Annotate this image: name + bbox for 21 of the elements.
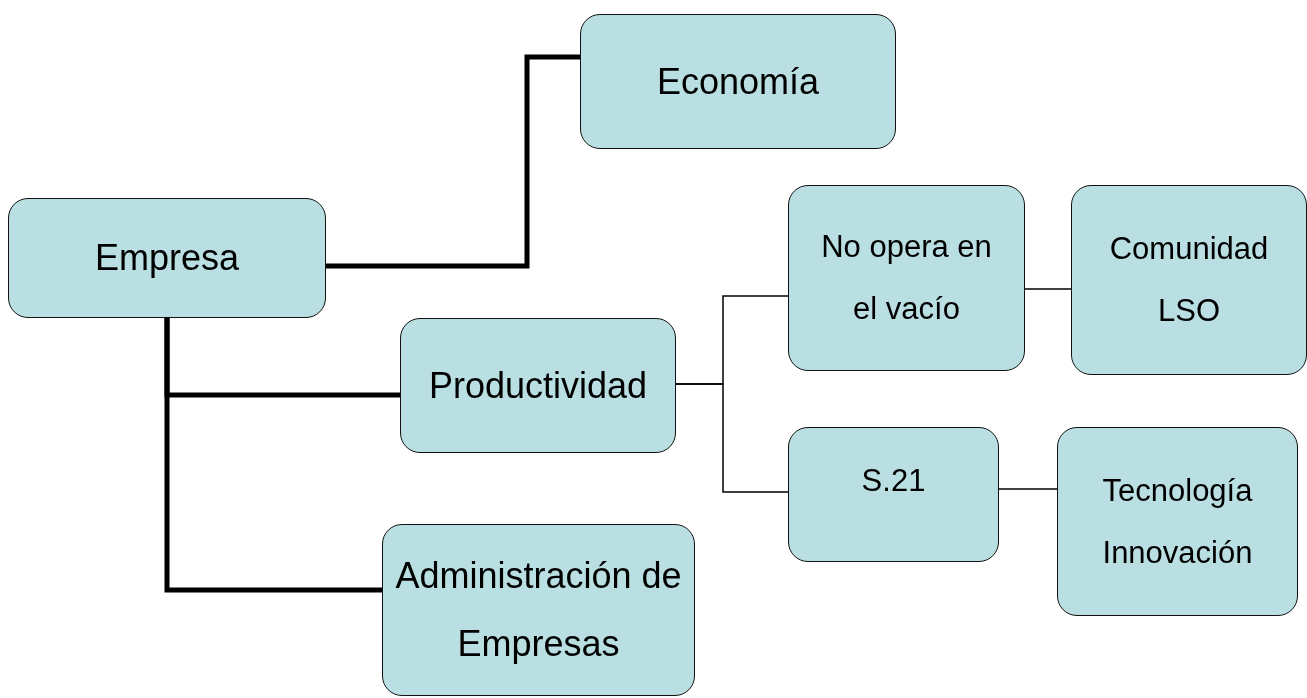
rounded-box bbox=[382, 524, 695, 696]
rounded-box bbox=[788, 427, 999, 562]
connector-line bbox=[164, 318, 382, 593]
node-label: No opera en el vacío bbox=[820, 228, 993, 328]
node-label: Empresa bbox=[94, 236, 240, 280]
rounded-box bbox=[580, 14, 896, 149]
rounded-box bbox=[788, 185, 1025, 371]
connector-line bbox=[326, 54, 580, 269]
connector-line bbox=[675, 383, 789, 493]
connector-line bbox=[998, 488, 1058, 490]
node-label: S.21 bbox=[861, 462, 926, 500]
rounded-box bbox=[1057, 427, 1298, 616]
node-label: Administración de Empresas bbox=[394, 553, 683, 666]
node-label: Comunidad LSO bbox=[1108, 230, 1270, 330]
rounded-box bbox=[1071, 185, 1307, 375]
rounded-box bbox=[400, 318, 676, 453]
node-label: Tecnología Innovación bbox=[1101, 471, 1254, 572]
node-label: Productividad bbox=[428, 363, 648, 408]
connector-line bbox=[1024, 288, 1072, 290]
node-label: Economía bbox=[656, 59, 820, 104]
rounded-box bbox=[8, 198, 326, 318]
